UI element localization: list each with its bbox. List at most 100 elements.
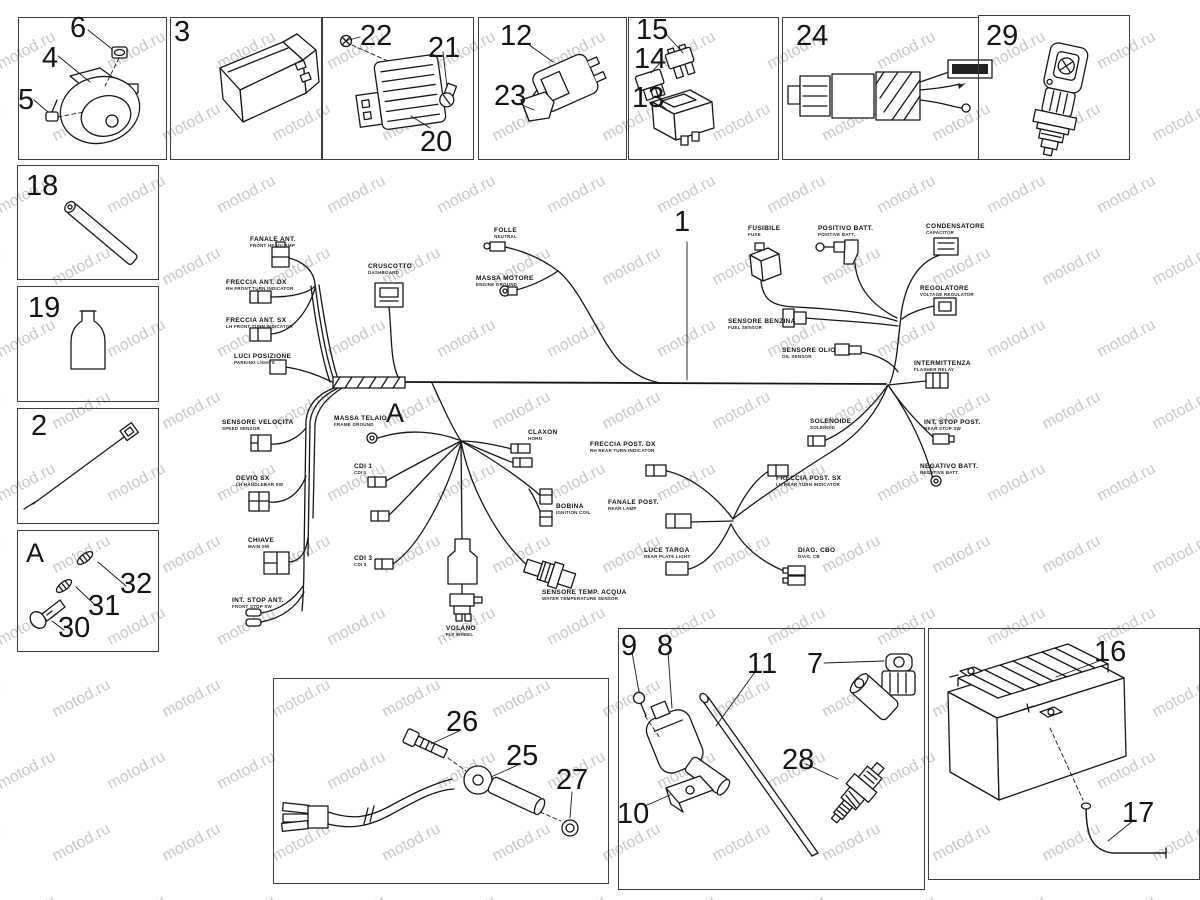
watermark-text: motod.ru [1149, 244, 1200, 289]
harness-connectors [245, 237, 959, 627]
watermark-text: motod.ru [544, 604, 609, 649]
watermark-text: motod.ru [324, 460, 389, 505]
harness-label-fanale-post: FANALE POST.REAR LAMP [608, 499, 659, 511]
watermark-text: motod.ru [269, 0, 333, 2]
watermark-text: motod.ru [434, 316, 499, 361]
watermark-text: motod.ru [709, 0, 773, 2]
watermark-text: motod.ru [544, 316, 609, 361]
watermark-text: motod.ru [654, 316, 719, 361]
watermark-text: motod.ru [489, 388, 554, 433]
watermark-text: motod.ru [874, 316, 939, 361]
watermark-text: motod.ru [1039, 532, 1104, 577]
harness-label-text: CHIAVE [248, 537, 275, 544]
watermark-text: motod.ru [49, 0, 113, 2]
watermark-text: motod.ru [489, 244, 554, 289]
watermark-text: motod.ru [819, 0, 883, 2]
harness-label-subtext: OIL SENSOR [782, 354, 812, 359]
harness-label-subtext: ENGINE GROUND [476, 282, 518, 287]
watermark-text: motod.ru [0, 820, 4, 865]
harness-label-text: FANALE ANT. [250, 236, 296, 243]
watermark-text: motod.ru [379, 388, 444, 433]
harness-label-subtext: FLY WHEEL [446, 632, 474, 637]
watermark-text: motod.ru [819, 244, 884, 289]
watermark-text: motod.ru [599, 532, 664, 577]
watermark-text: motod.ru [764, 460, 829, 505]
callout-a-harness: A [386, 398, 405, 428]
watermark-text: motod.ru [214, 892, 278, 900]
harness-label-subtext: FLASHER RELAY [914, 367, 954, 372]
harness-label-text: CDI 1 [354, 463, 373, 470]
watermark-text: motod.ru [874, 892, 938, 900]
watermark-text: motod.ru [984, 172, 1049, 217]
harness-label-text: INTERMITTENZA [914, 360, 971, 367]
watermark-text: motod.ru [709, 244, 774, 289]
watermark-text: motod.ru [269, 244, 334, 289]
watermark-text: motod.ru [0, 676, 4, 721]
watermark-text: motod.ru [434, 604, 499, 649]
part-box-temp-sensor [978, 15, 1130, 160]
harness-label-int-stop-post: INT. STOP POST.REAR STOP SW [924, 419, 981, 431]
part-box-adapter [782, 17, 979, 160]
watermark-text: motod.ru [1149, 532, 1200, 577]
watermark-text: motod.ru [0, 532, 4, 577]
harness-label-text: SENSORE VELOCITA [222, 419, 294, 426]
harness-label-text: CRUSCOTTO [368, 263, 413, 270]
watermark-text: motod.ru [49, 676, 114, 721]
watermark-text: motod.ru [104, 748, 169, 793]
watermark-text: motod.ru [489, 0, 553, 2]
harness-label-text: BOBINA [556, 503, 584, 510]
watermark-text: motod.ru [1094, 172, 1159, 217]
watermark-text: motod.ru [324, 172, 389, 217]
harness-label-text: SOLENOIDE [810, 418, 852, 425]
watermark-text: motod.ru [0, 892, 59, 900]
harness-label-subtext: FUEL SENSOR [728, 325, 763, 330]
watermark-text: motod.ru [379, 0, 443, 2]
watermark-text: motod.ru [1039, 0, 1103, 2]
harness-label-text: CDI 3 [354, 555, 373, 562]
watermark-text: motod.ru [764, 316, 829, 361]
watermark-text: motod.ru [1039, 244, 1104, 289]
harness-label-text: LUCE TARGA [644, 547, 690, 554]
harness-label-text: MASSA MOTORE [476, 275, 534, 282]
harness-label-fanale-ant: FANALE ANT.FRONT HEADLAMP [250, 236, 296, 248]
watermark-text: motod.ru [654, 892, 718, 900]
harness-label-text: CLAXON [528, 429, 558, 436]
harness-label-int-stop-ant: INT. STOP ANT.FRONT STOP SW [232, 597, 284, 609]
harness-label-subtext: NEGATIVE BATT. [920, 470, 960, 475]
harness-label-subtext: LH HANDLEBAR SW [236, 482, 284, 487]
part-box-cdi [170, 17, 322, 160]
watermark-text: motod.ru [159, 0, 223, 2]
callout-1: 1 [674, 206, 691, 238]
part-box-cable-tie [17, 408, 159, 524]
wiring-harness-drawing [245, 237, 959, 627]
harness-label-text: FRECCIA POST. DX [590, 441, 656, 448]
watermark-text: motod.ru [379, 532, 444, 577]
harness-label-subtext: RH REAR TURN INDICATOR [590, 448, 655, 453]
watermark-text: motod.ru [819, 532, 884, 577]
harness-label-subtext: FRONT STOP SW [232, 604, 272, 609]
harness-label-subtext: REAR LAMP [608, 506, 637, 511]
harness-label-subtext: SOLENOID [810, 425, 836, 430]
watermark-text: motod.ru [214, 460, 279, 505]
watermark-text: motod.ru [984, 316, 1049, 361]
harness-label-subtext: DASHBOARD [368, 270, 400, 275]
watermark-text: motod.ru [544, 892, 608, 900]
watermark-text: motod.ru [929, 0, 993, 2]
watermark-text: motod.ru [654, 172, 719, 217]
watermark-text: motod.ru [324, 604, 389, 649]
watermark-text: motod.ru [214, 316, 279, 361]
harness-label-subtext: WATER TEMPERATURE SENSOR [542, 596, 619, 601]
